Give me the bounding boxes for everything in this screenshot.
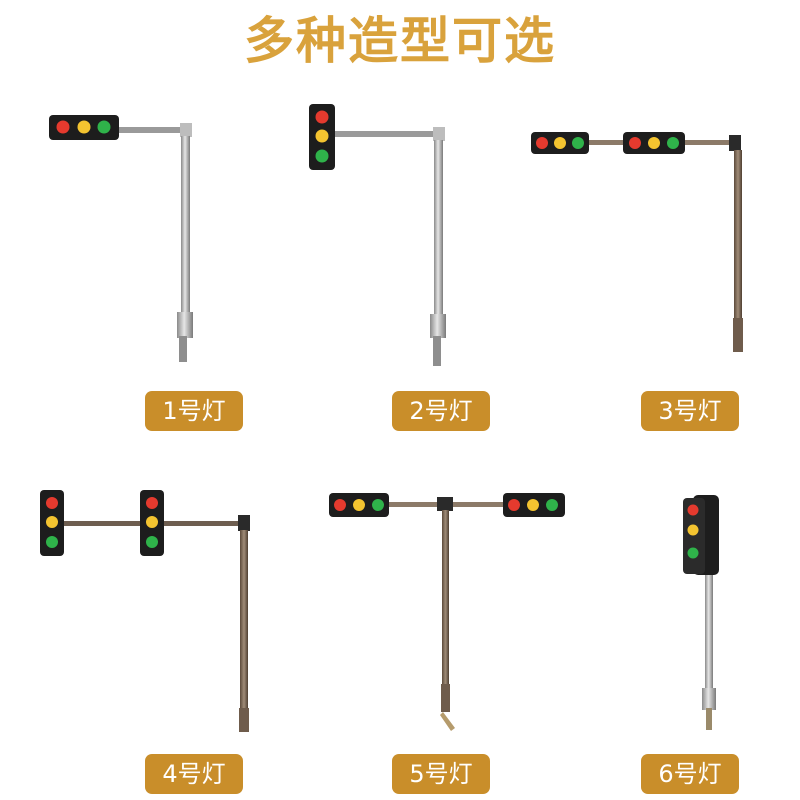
model-2-label: 2号灯 — [392, 391, 490, 431]
red-lamp — [687, 504, 699, 516]
model-4-label: 4号灯 — [145, 754, 243, 794]
model-3-label: 3号灯 — [641, 391, 739, 431]
red-lamp — [146, 497, 158, 509]
red-lamp — [46, 497, 58, 509]
pole — [240, 530, 248, 710]
pole-base — [430, 314, 446, 338]
red-lamp — [629, 137, 641, 149]
arm — [330, 131, 438, 137]
pole-spike — [179, 336, 187, 362]
arm-bracket — [729, 135, 741, 151]
model-6-label: 6号灯 — [641, 754, 739, 794]
green-lamp — [46, 536, 58, 548]
pole-spike — [706, 708, 712, 730]
pole-base — [441, 684, 450, 712]
red-lamp — [508, 499, 520, 511]
arm — [110, 127, 186, 133]
yellow-lamp — [527, 499, 539, 511]
arm-bracket — [238, 515, 250, 531]
traffic-light-model-4 — [40, 490, 250, 732]
pole — [734, 150, 742, 320]
red-lamp — [315, 110, 329, 124]
green-lamp — [546, 499, 558, 511]
yellow-lamp — [353, 499, 365, 511]
arm-bracket — [433, 127, 445, 141]
yellow-lamp — [554, 137, 566, 149]
green-lamp — [372, 499, 384, 511]
yellow-lamp — [146, 516, 158, 528]
green-lamp — [572, 137, 584, 149]
red-lamp — [56, 120, 70, 134]
traffic-light-model-1 — [49, 115, 193, 362]
pole-base — [239, 708, 249, 732]
pole — [705, 570, 713, 690]
traffic-light-model-6 — [683, 495, 719, 730]
yellow-lamp — [687, 524, 699, 536]
yellow-lamp — [77, 120, 91, 134]
model-5-label: 5号灯 — [392, 754, 490, 794]
red-lamp — [334, 499, 346, 511]
pole-spike — [433, 336, 441, 366]
red-lamp — [536, 137, 548, 149]
traffic-light-model-3 — [531, 132, 743, 352]
green-lamp — [687, 547, 699, 559]
traffic-light-model-5 — [329, 493, 565, 731]
pole-base — [702, 688, 716, 710]
pole — [442, 510, 449, 686]
yellow-lamp — [315, 129, 329, 143]
pole-spike — [440, 712, 455, 731]
green-lamp — [146, 536, 158, 548]
green-lamp — [315, 149, 329, 163]
green-lamp — [97, 120, 111, 134]
yellow-lamp — [648, 137, 660, 149]
pole-base — [733, 318, 743, 352]
traffic-light-model-2 — [309, 104, 446, 366]
page-title: 多种造型可选 — [244, 12, 556, 70]
model-1-label: 1号灯 — [145, 391, 243, 431]
pole-base — [177, 312, 193, 338]
green-lamp — [667, 137, 679, 149]
pole — [181, 136, 190, 314]
arm-bracket — [180, 123, 192, 137]
arm-bracket — [437, 497, 453, 511]
pole — [434, 140, 443, 316]
yellow-lamp — [46, 516, 58, 528]
